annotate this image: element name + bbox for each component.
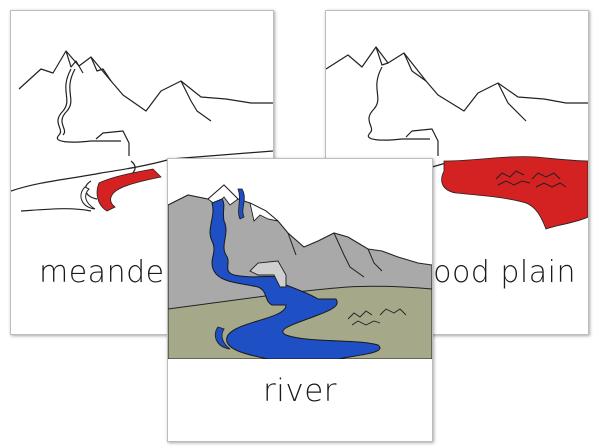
card-river[interactable]: river	[167, 158, 433, 442]
card-label-flood-plain: flood plain	[413, 255, 576, 290]
card-flood-plain[interactable]: flood plain	[325, 10, 589, 335]
card-label-meander: meander	[39, 255, 178, 290]
flood-plain-illustration	[326, 46, 588, 230]
river-illustration	[168, 159, 432, 359]
flood-plain-highlight	[441, 156, 588, 230]
meander-highlight	[96, 168, 162, 212]
river-water	[209, 198, 381, 359]
card-label-river: river	[262, 373, 338, 409]
meander-illustration	[11, 50, 273, 212]
